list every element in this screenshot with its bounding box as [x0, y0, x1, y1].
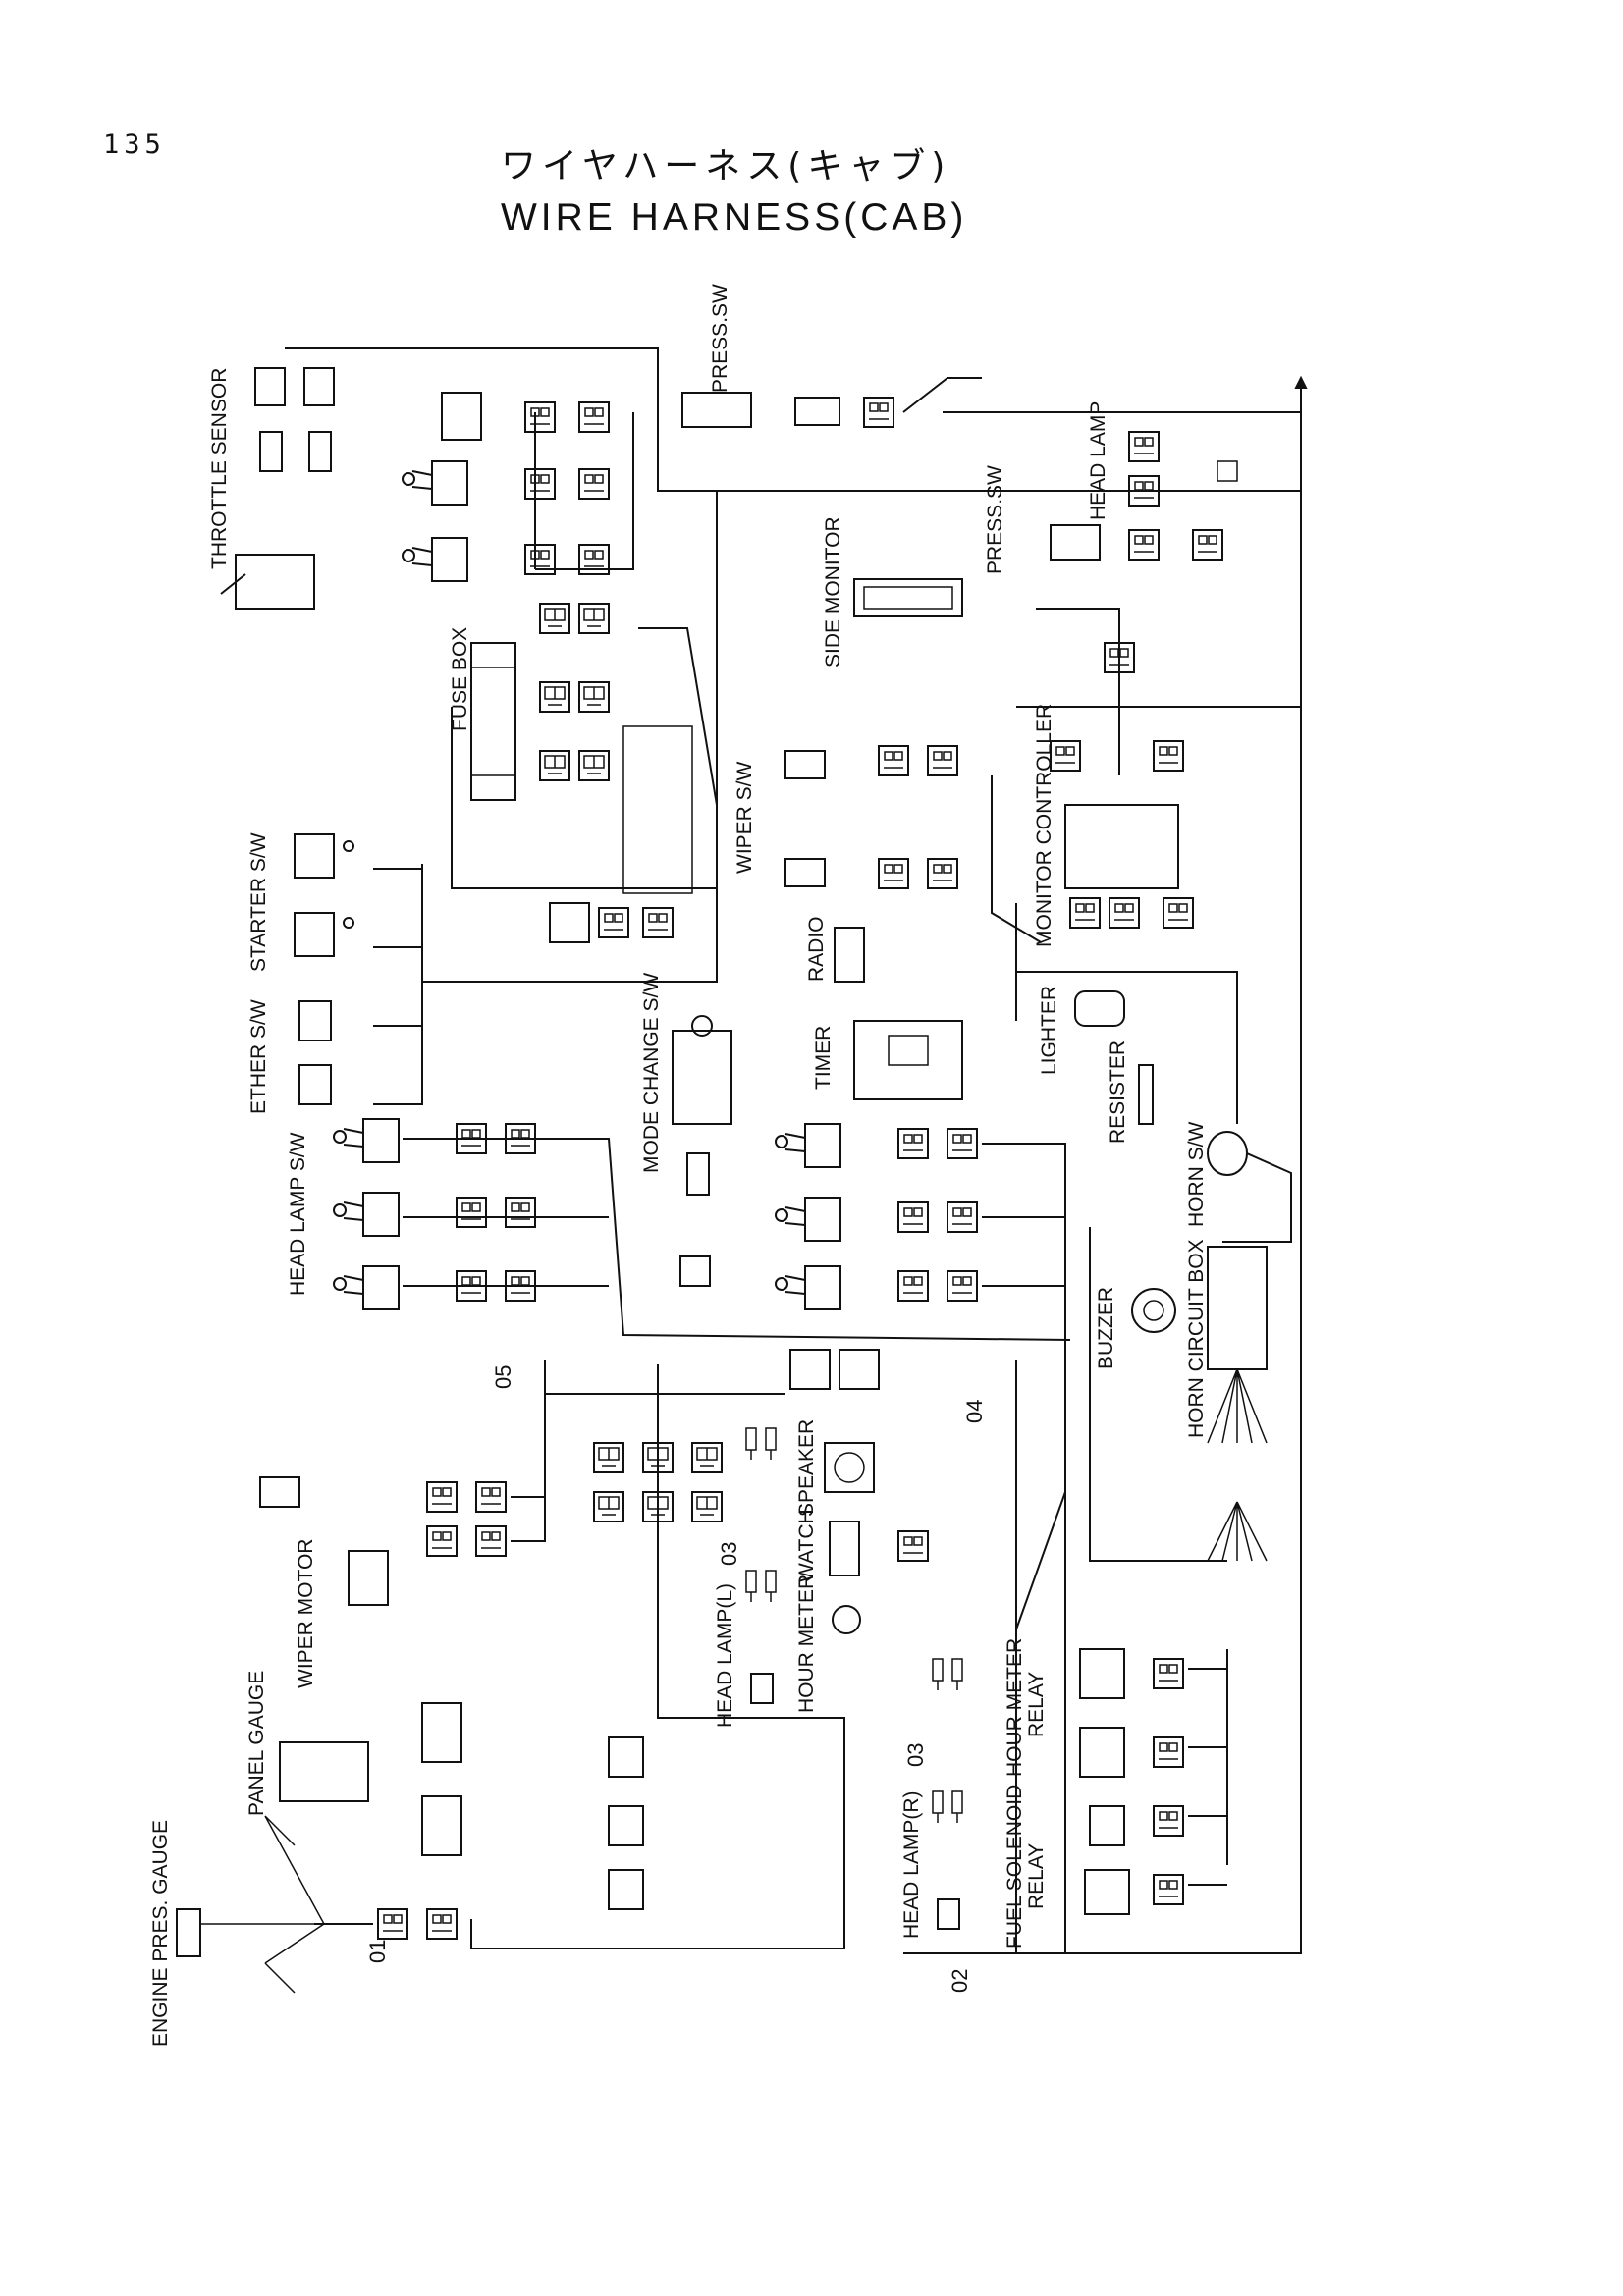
label-side-monitor: SIDE MONITOR	[822, 516, 844, 667]
lighter	[1074, 990, 1125, 1027]
label-hour-meter: HOUR METER	[795, 1575, 818, 1713]
wiring-lines	[285, 347, 1308, 1954]
label-horn-sw: HORN S/W	[1185, 1121, 1208, 1227]
label-monitor-controller: MONITOR CONTROLLER	[1033, 704, 1055, 947]
engine-press-gauge	[176, 1815, 458, 1994]
label-head-lamp-sw: HEAD LAMP S/W	[287, 1132, 309, 1296]
top-connector-group	[402, 392, 610, 582]
callout-04: 04	[962, 1400, 987, 1423]
label-starter-sw: STARTER S/W	[247, 832, 270, 972]
label-press-sw-right: PRESS.SW	[984, 465, 1006, 574]
label-head-lamp-top: HEAD LAMP	[1087, 401, 1109, 520]
label-buzzer: BUZZER	[1095, 1287, 1117, 1369]
label-resister: RESISTER	[1107, 1041, 1129, 1144]
title-japanese: ワイヤハーネス(キャブ)	[501, 146, 951, 187]
head-lamp-l	[745, 1427, 777, 1704]
component-labels: THROTTLE SENSOR FUSE BOX STARTER S/W ETH…	[149, 284, 1208, 2047]
ether-switches	[298, 1000, 332, 1105]
label-lighter: LIGHTER	[1038, 986, 1060, 1075]
label-throttle-sensor: THROTTLE SENSOR	[208, 368, 231, 569]
label-mode-change-sw: MODE CHANGE S/W	[640, 973, 663, 1173]
fuse-box	[470, 603, 693, 894]
label-head-lamp-l: HEAD LAMP(L)	[714, 1583, 736, 1728]
monitor-controller	[1050, 740, 1194, 929]
label-engine-press-gauge: ENGINE PRES. GAUGE	[149, 1820, 172, 2047]
panel-gauge	[279, 1702, 462, 1856]
callout-03a: 03	[717, 1542, 741, 1566]
callout-01: 01	[365, 1940, 390, 1963]
relays	[1079, 1648, 1184, 1915]
throttle-sensor	[220, 367, 335, 610]
callout-02: 02	[947, 1969, 972, 1993]
title-english: WIRE HARNESS(CAB)	[501, 196, 968, 239]
label-radio: RADIO	[805, 916, 828, 982]
label-fuel-solenoid-relay-2: RELAY	[1025, 1843, 1048, 1909]
label-speaker: SPEAKER	[795, 1419, 818, 1517]
mode-change-switch	[672, 1015, 732, 1287]
horn-circuit-box	[1207, 1246, 1268, 1562]
label-watch: WATCH	[795, 1509, 818, 1582]
radio	[834, 927, 865, 983]
callout-05: 05	[491, 1365, 515, 1389]
label-hour-meter-relay-2: RELAY	[1025, 1672, 1048, 1737]
page-number: 135	[103, 130, 166, 160]
side-monitor	[853, 578, 1135, 673]
wiper-switches	[784, 745, 958, 889]
press-switch-top	[681, 377, 982, 428]
hour-meter	[832, 1605, 861, 1634]
label-ether-sw: ETHER S/W	[247, 999, 270, 1114]
label-wiper-sw: WIPER S/W	[733, 761, 756, 874]
speaker	[824, 1442, 875, 1493]
label-wiper-motor: WIPER MOTOR	[295, 1539, 317, 1688]
label-panel-gauge: PANEL GAUGE	[245, 1671, 268, 1816]
center-connector-block	[593, 1349, 880, 1522]
starter-switches	[294, 833, 674, 957]
callout-03b: 03	[903, 1743, 928, 1767]
watch	[829, 1521, 929, 1576]
label-timer: TIMER	[812, 1026, 835, 1090]
label-fuse-box: FUSE BOX	[449, 627, 471, 731]
label-press-sw-top: PRESS.SW	[709, 284, 731, 393]
wiper-motor	[259, 1476, 507, 1606]
callout-numbers: 01 02 03 03 04 05	[365, 1365, 987, 1993]
label-fuel-solenoid-relay-1: FUEL SOLENOID	[1003, 1785, 1026, 1949]
head-lamp-top	[1050, 431, 1238, 561]
buzzer	[1131, 1288, 1176, 1333]
timer	[853, 1020, 963, 1100]
resister	[1138, 1064, 1154, 1125]
head-lamp-switches	[333, 1118, 536, 1310]
lower-sensors	[608, 1736, 644, 1910]
label-horn-circuit-box: HORN CIRCUIT BOX	[1185, 1239, 1208, 1438]
right-switch-rows	[775, 1123, 978, 1310]
label-head-lamp-r: HEAD LAMP(R)	[900, 1790, 923, 1939]
horn	[1207, 1131, 1292, 1243]
head-lamp-r	[932, 1658, 963, 1930]
label-hour-meter-relay-1: HOUR METER	[1003, 1638, 1026, 1777]
